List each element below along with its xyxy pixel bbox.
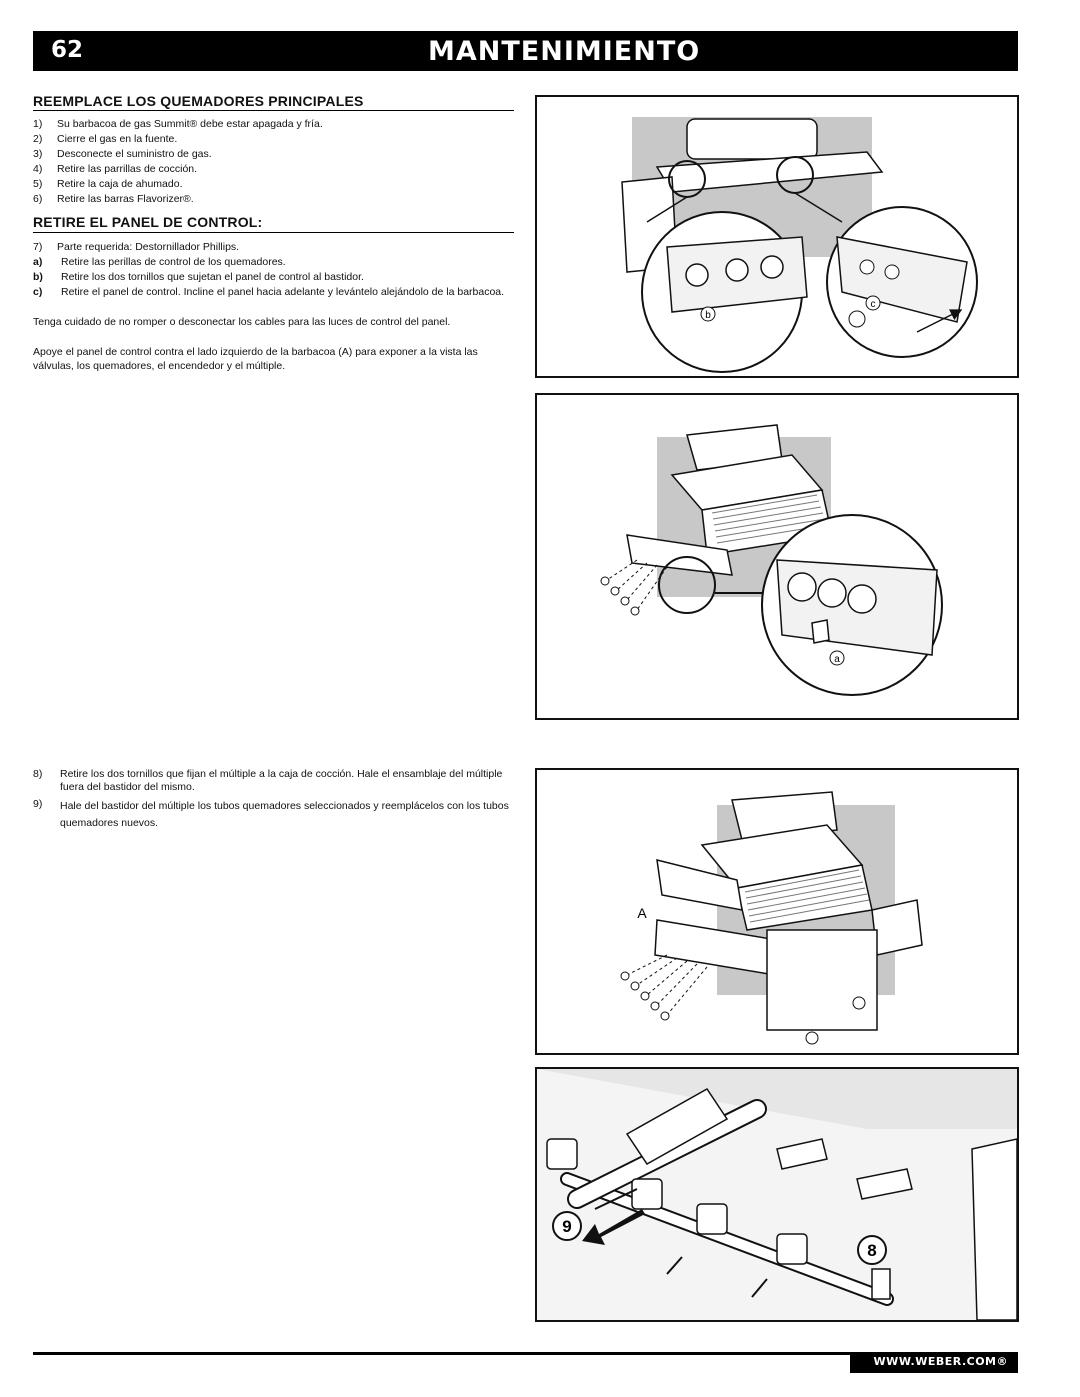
label-A: A [637, 905, 647, 921]
page-number: 62 [51, 37, 84, 63]
label-a: a [834, 654, 840, 665]
step-text: Desconecte el suministro de gas. [57, 148, 212, 160]
grill-knobs-illustration: a [600, 424, 943, 696]
substep-text: Retire el panel de control. Incline el p… [61, 286, 505, 298]
step-number: 5) [33, 178, 43, 190]
figure-panel-supported: A [535, 768, 1019, 1055]
step-number: 4) [33, 163, 43, 175]
label-8: 8 [867, 1241, 876, 1260]
figure-knob-removal: a [535, 393, 1019, 720]
step-text: Retire las parrillas de cocción. [57, 163, 198, 175]
label-9: 9 [562, 1217, 571, 1236]
step-text: Su barbacoa de gas Summit® debe estar ap… [57, 118, 323, 130]
section-rule [33, 232, 514, 233]
step-number: 7) [33, 241, 43, 253]
step-number: 8) [33, 768, 43, 780]
step-number: 1) [33, 118, 43, 130]
substep-letter: b) [33, 271, 43, 283]
grill-panel-illustration: b c [621, 117, 978, 373]
substep-text: Retire las perillas de control de los qu… [61, 256, 286, 268]
burner-tube-illustration: 9 8 [537, 1069, 1017, 1320]
footer-tab: WWW.WEBER.COM® [850, 1352, 1018, 1373]
step-text: Retire las barras Flavorizer®. [57, 193, 194, 205]
step-number: 9) [33, 798, 43, 810]
step-number: 6) [33, 193, 43, 205]
step-text: Cierre el gas en la fuente. [57, 133, 178, 145]
figure-control-panel: b c [535, 95, 1019, 378]
step-text: Retire los dos tornillos que fijan el mú… [60, 768, 503, 793]
figure-burner-tubes: 9 8 [535, 1067, 1019, 1322]
section-rule [33, 110, 514, 111]
step-text: Parte requerida: Destornillador Phillips… [57, 241, 240, 253]
substep-letter: a) [33, 256, 43, 268]
step-text: Retire la caja de ahumado. [57, 178, 183, 190]
note-cables: Tenga cuidado de no romper o desconectar… [33, 316, 451, 328]
footer-url[interactable]: WWW.WEBER.COM® [873, 1355, 1008, 1368]
label-b: b [705, 310, 711, 321]
page-title: MANTENIMIENTO [428, 36, 701, 67]
grill-panel-a-illustration: A [620, 791, 923, 1045]
step-number: 2) [33, 133, 43, 145]
section-heading-replace-burners: REEMPLACE LOS QUEMADORES PRINCIPALES [33, 93, 364, 109]
label-c: c [871, 299, 876, 310]
substep-text: Retire los dos tornillos que sujetan el … [61, 271, 364, 283]
note-support-panel: Apoye el panel de control contra el lado… [33, 346, 478, 372]
substep-letter: c) [33, 286, 43, 298]
step-number: 3) [33, 148, 43, 160]
page-header-bar: 62 MANTENIMIENTO [33, 31, 1018, 71]
step-text: Hale del bastidor del múltiple los tubos… [60, 800, 509, 829]
section-heading-remove-panel: RETIRE EL PANEL DE CONTROL: [33, 214, 263, 230]
footer-rule [33, 1352, 1018, 1355]
